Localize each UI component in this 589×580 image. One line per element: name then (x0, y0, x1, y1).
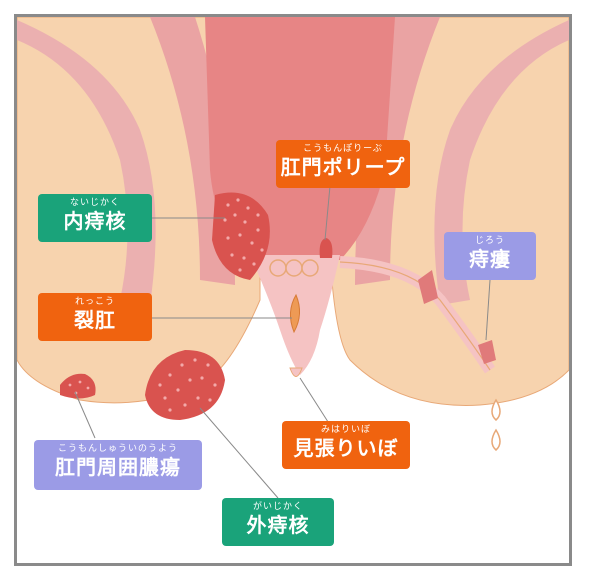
label-text: 肛門周囲膿瘍 (55, 455, 181, 479)
muscle-left-outer (17, 20, 156, 305)
label-anal-fistula: じろう 痔瘻 (444, 232, 536, 280)
label-text: 外痔核 (246, 513, 310, 537)
label-text: 内痔核 (63, 209, 127, 233)
label-text: 裂肛 (74, 308, 116, 332)
label-anal-polyp: こうもんぽりーぷ 肛門ポリープ (276, 140, 410, 188)
label-skin-tag: みはりいぼ 見張りいぼ (282, 421, 410, 469)
drop-1 (491, 398, 501, 421)
label-text: 見張りいぼ (293, 436, 399, 460)
label-ruby: みはりいぼ (320, 425, 371, 435)
polyp-shape (319, 238, 333, 258)
label-anal-fissure: れっこう 裂肛 (38, 293, 152, 341)
skin-tag-shape (289, 367, 303, 377)
label-ruby: こうもんぽりーぷ (303, 144, 383, 154)
label-ruby: がいじかく (252, 502, 303, 512)
label-text: 痔瘻 (469, 247, 511, 271)
label-ruby: れっこう (74, 297, 115, 307)
label-internal-hemorrhoid: ないじかく 内痔核 (38, 194, 152, 242)
label-ruby: じろう (474, 236, 505, 246)
label-text: 肛門ポリープ (280, 155, 406, 179)
perianal-abscess-shape (60, 373, 96, 399)
diagram-frame (14, 14, 572, 566)
drop-2 (491, 428, 501, 451)
fissure-shape (290, 293, 300, 334)
label-external-hemorrhoid: がいじかく 外痔核 (222, 498, 334, 546)
label-ruby: ないじかく (69, 198, 120, 208)
external-hemorrhoid-shape (145, 350, 225, 420)
label-perianal-abscess: こうもんしゅういのうよう 肛門周囲膿瘍 (34, 440, 202, 490)
label-ruby: こうもんしゅういのうよう (57, 444, 178, 454)
